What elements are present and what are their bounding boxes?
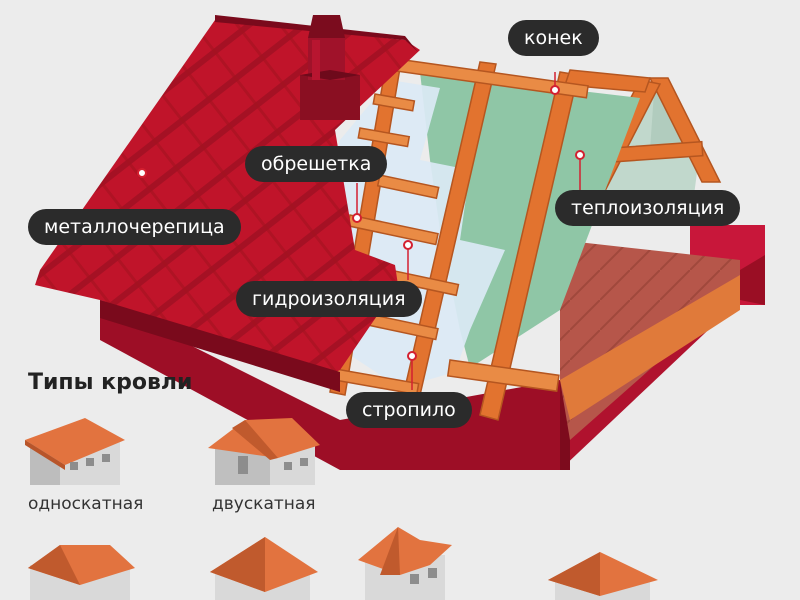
roof-edge-shadow [100, 300, 340, 392]
callout-ridge: конек [508, 20, 599, 56]
chimney [300, 15, 360, 120]
roof-types-title: Типы кровли [28, 370, 193, 395]
leader-lines [356, 72, 581, 390]
house-icon-hip-roof-2 [210, 537, 318, 600]
roof-type-label-gable: двускатная [212, 494, 316, 514]
callout-insulation: теплоизоляция [555, 190, 741, 226]
house-icon-hip-roof-1 [28, 545, 135, 600]
callout-rafter: стропило [346, 392, 472, 428]
layer-markers [137, 85, 585, 361]
house-icon-cross-gable [358, 527, 452, 600]
callout-waterproofing: гидроизоляция [236, 281, 422, 317]
callout-metal-tile: металлочерепица [28, 209, 241, 245]
house-icon-hip-roof-3 [548, 552, 658, 600]
house-icon-gable-roof [208, 418, 320, 485]
ridge-cap [215, 15, 418, 52]
house-icon-shed-roof [25, 418, 125, 485]
callout-batten: обрешетка [245, 146, 388, 182]
roof-type-label-shed: односкатная [28, 494, 144, 514]
interior-side-wall [560, 275, 740, 420]
